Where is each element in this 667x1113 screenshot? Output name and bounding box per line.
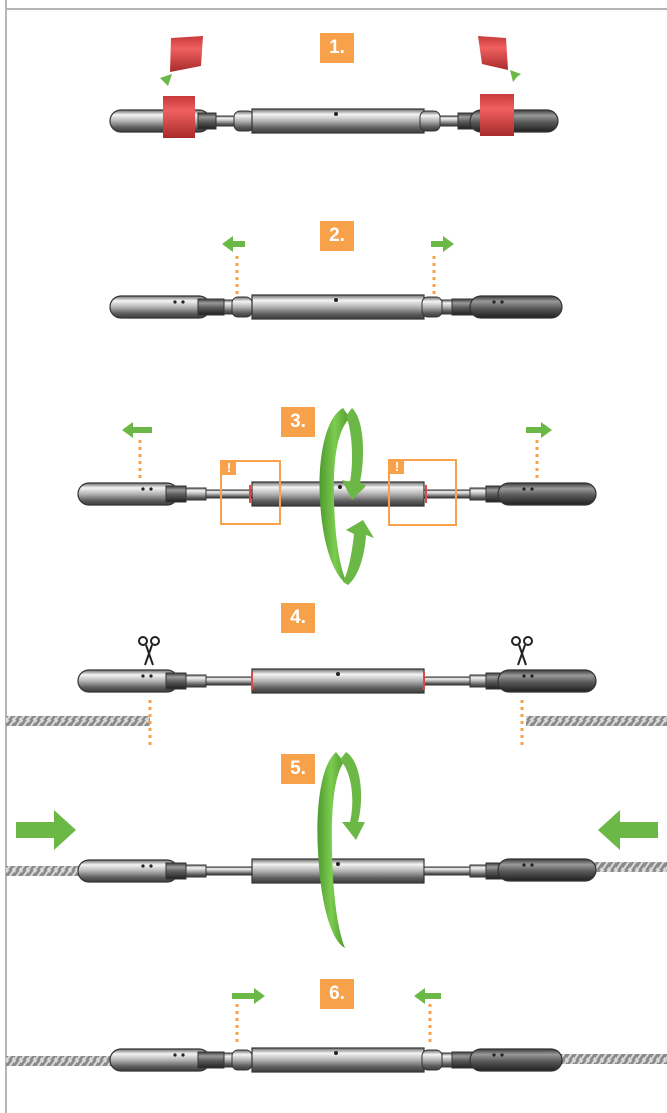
step-label-3: 3. bbox=[281, 407, 315, 437]
dotted-guide bbox=[235, 256, 436, 294]
turnbuckle-step-3 bbox=[77, 481, 597, 507]
scissors-icon bbox=[511, 636, 533, 666]
wire-rope-right bbox=[560, 1054, 667, 1064]
scissors-icon bbox=[138, 636, 160, 666]
warning-box-left bbox=[220, 460, 281, 525]
turnbuckle-step-2 bbox=[109, 294, 563, 320]
turnbuckle-step-1 bbox=[109, 108, 559, 134]
rotation-arrow-icon bbox=[317, 752, 365, 948]
warning-tag-right: ! bbox=[390, 460, 404, 474]
wire-rope-right bbox=[588, 862, 667, 872]
step-label-5: 5. bbox=[281, 754, 315, 784]
green-arrow-icon bbox=[122, 422, 552, 438]
wire-rope-right bbox=[526, 716, 667, 726]
green-arrow-icon bbox=[16, 810, 658, 850]
wire-rope-left bbox=[6, 1056, 112, 1066]
turnbuckle-step-5 bbox=[77, 858, 597, 884]
step-label-6: 6. bbox=[320, 979, 354, 1009]
step-label-2: 2. bbox=[320, 221, 354, 251]
red-tape-left bbox=[163, 36, 203, 138]
green-arrow-icon bbox=[232, 988, 441, 1004]
warning-box-right bbox=[388, 459, 457, 526]
rotation-arrow-icon bbox=[319, 408, 374, 585]
warning-tag-left: ! bbox=[222, 461, 236, 475]
step-label-4: 4. bbox=[281, 603, 315, 633]
turnbuckle-step-4 bbox=[77, 668, 597, 694]
green-arrow-icon bbox=[510, 70, 528, 88]
tape-piece-right bbox=[478, 36, 508, 70]
turnbuckle-step-6 bbox=[109, 1047, 563, 1073]
red-tape-right bbox=[478, 36, 514, 136]
wire-rope-left bbox=[6, 866, 98, 876]
dotted-guide bbox=[148, 700, 524, 748]
dotted-guide bbox=[235, 1004, 432, 1046]
tape-piece-left bbox=[170, 36, 203, 72]
wire-rope-left bbox=[6, 716, 150, 726]
dotted-guide bbox=[138, 440, 539, 480]
green-arrow-icon bbox=[152, 74, 172, 94]
green-arrow-icon bbox=[222, 236, 454, 252]
step-label-1: 1. bbox=[320, 33, 354, 63]
